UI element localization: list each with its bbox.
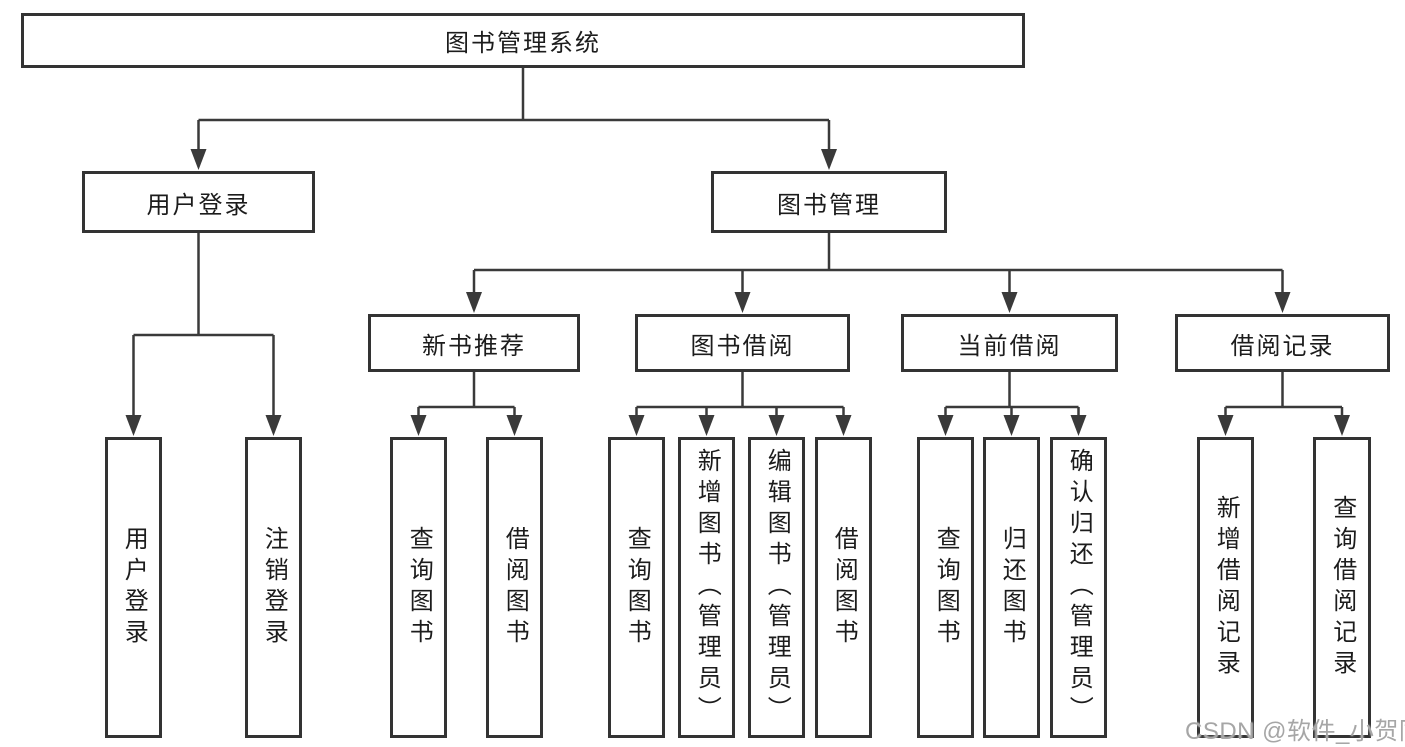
arrow-down-icon [125,415,142,436]
leaf-borrow-books-2-label: 借阅图书 [830,525,858,650]
leaf-borrow-books-1-label: 借阅图书 [501,525,529,650]
arrow-down-icon [190,149,207,170]
arrow-down-icon [768,415,785,436]
node-borrow-records: 借阅记录 [1175,314,1390,372]
leaf-return-books-label: 归还图书 [998,525,1026,650]
connector-current-borrow-to-leaves [937,372,1087,436]
leaf-borrow-books-2: 借阅图书 [815,437,872,738]
node-user-login: 用户登录 [82,171,315,233]
leaf-query-books-1: 查询图书 [390,437,447,738]
connector-user-login-to-leaves [125,233,282,436]
arrow-down-icon [835,415,852,436]
connector-new-book-recommend-to-leaves [410,372,523,436]
node-root: 图书管理系统 [21,13,1025,68]
leaf-borrow-books-1: 借阅图书 [486,437,543,738]
leaf-logout-label: 注销登录 [260,525,288,650]
leaf-user-login: 用户登录 [105,437,162,738]
arrow-down-icon [937,415,954,436]
arrow-down-icon [821,149,837,170]
arrow-down-icon [1274,292,1291,313]
connector-root-to-level2 [190,68,837,170]
arrow-down-icon [1334,415,1350,436]
node-book-management: 图书管理 [711,171,947,233]
arrow-down-icon [1070,415,1087,436]
node-current-borrow-label: 当前借阅 [957,332,1062,360]
node-new-book-recommend: 新书推荐 [368,314,580,372]
leaf-edit-books-admin: 编辑图书（管理员） [748,437,805,738]
leaf-return-books: 归还图书 [983,437,1040,738]
leaf-logout: 注销登录 [245,437,302,738]
node-borrow-records-label: 借阅记录 [1230,332,1335,360]
leaf-query-books-3-label: 查询图书 [932,525,960,650]
node-user-login-label: 用户登录 [146,191,251,219]
arrow-down-icon [628,415,645,436]
arrow-down-icon [698,415,715,436]
arrow-down-icon [734,292,751,313]
leaf-query-books-2: 查询图书 [608,437,665,738]
connector-borrow-records-to-leaves [1217,372,1350,436]
leaf-query-borrow-record: 查询借阅记录 [1313,437,1371,738]
leaf-add-borrow-record-label: 新增借阅记录 [1212,494,1240,681]
leaf-add-borrow-record: 新增借阅记录 [1197,437,1254,738]
leaf-edit-books-admin-label: 编辑图书（管理员） [763,448,791,727]
leaf-query-books-3: 查询图书 [917,437,974,738]
csdn-watermark: CSDN @软件_小贺同学 [1185,718,1405,745]
leaf-query-books-1-label: 查询图书 [405,525,433,650]
arrow-down-icon [265,415,282,436]
node-book-borrow: 图书借阅 [635,314,850,372]
leaf-confirm-return-admin-label: 确认归还（管理员） [1065,448,1093,727]
leaf-user-login-label: 用户登录 [120,525,148,650]
leaf-query-borrow-record-label: 查询借阅记录 [1328,494,1356,681]
node-root-label: 图书管理系统 [445,30,601,57]
node-book-management-label: 图书管理 [777,191,881,219]
arrow-down-icon [1217,415,1234,436]
leaf-confirm-return-admin: 确认归还（管理员） [1050,437,1107,738]
node-book-borrow-label: 图书借阅 [690,332,795,360]
leaf-add-books-admin: 新增图书（管理员） [678,437,735,738]
arrow-down-icon [410,415,427,436]
connector-book-borrow-to-leaves [628,372,852,436]
connector-book-management-to-level3 [466,233,1291,313]
arrow-down-icon [466,292,482,313]
leaf-query-books-2-label: 查询图书 [623,525,651,650]
arrow-down-icon [506,415,523,436]
node-new-book-recommend-label: 新书推荐 [422,332,526,360]
arrow-down-icon [1003,415,1020,436]
node-current-borrow: 当前借阅 [901,314,1118,372]
arrow-down-icon [1001,292,1018,313]
leaf-add-books-admin-label: 新增图书（管理员） [693,448,721,727]
